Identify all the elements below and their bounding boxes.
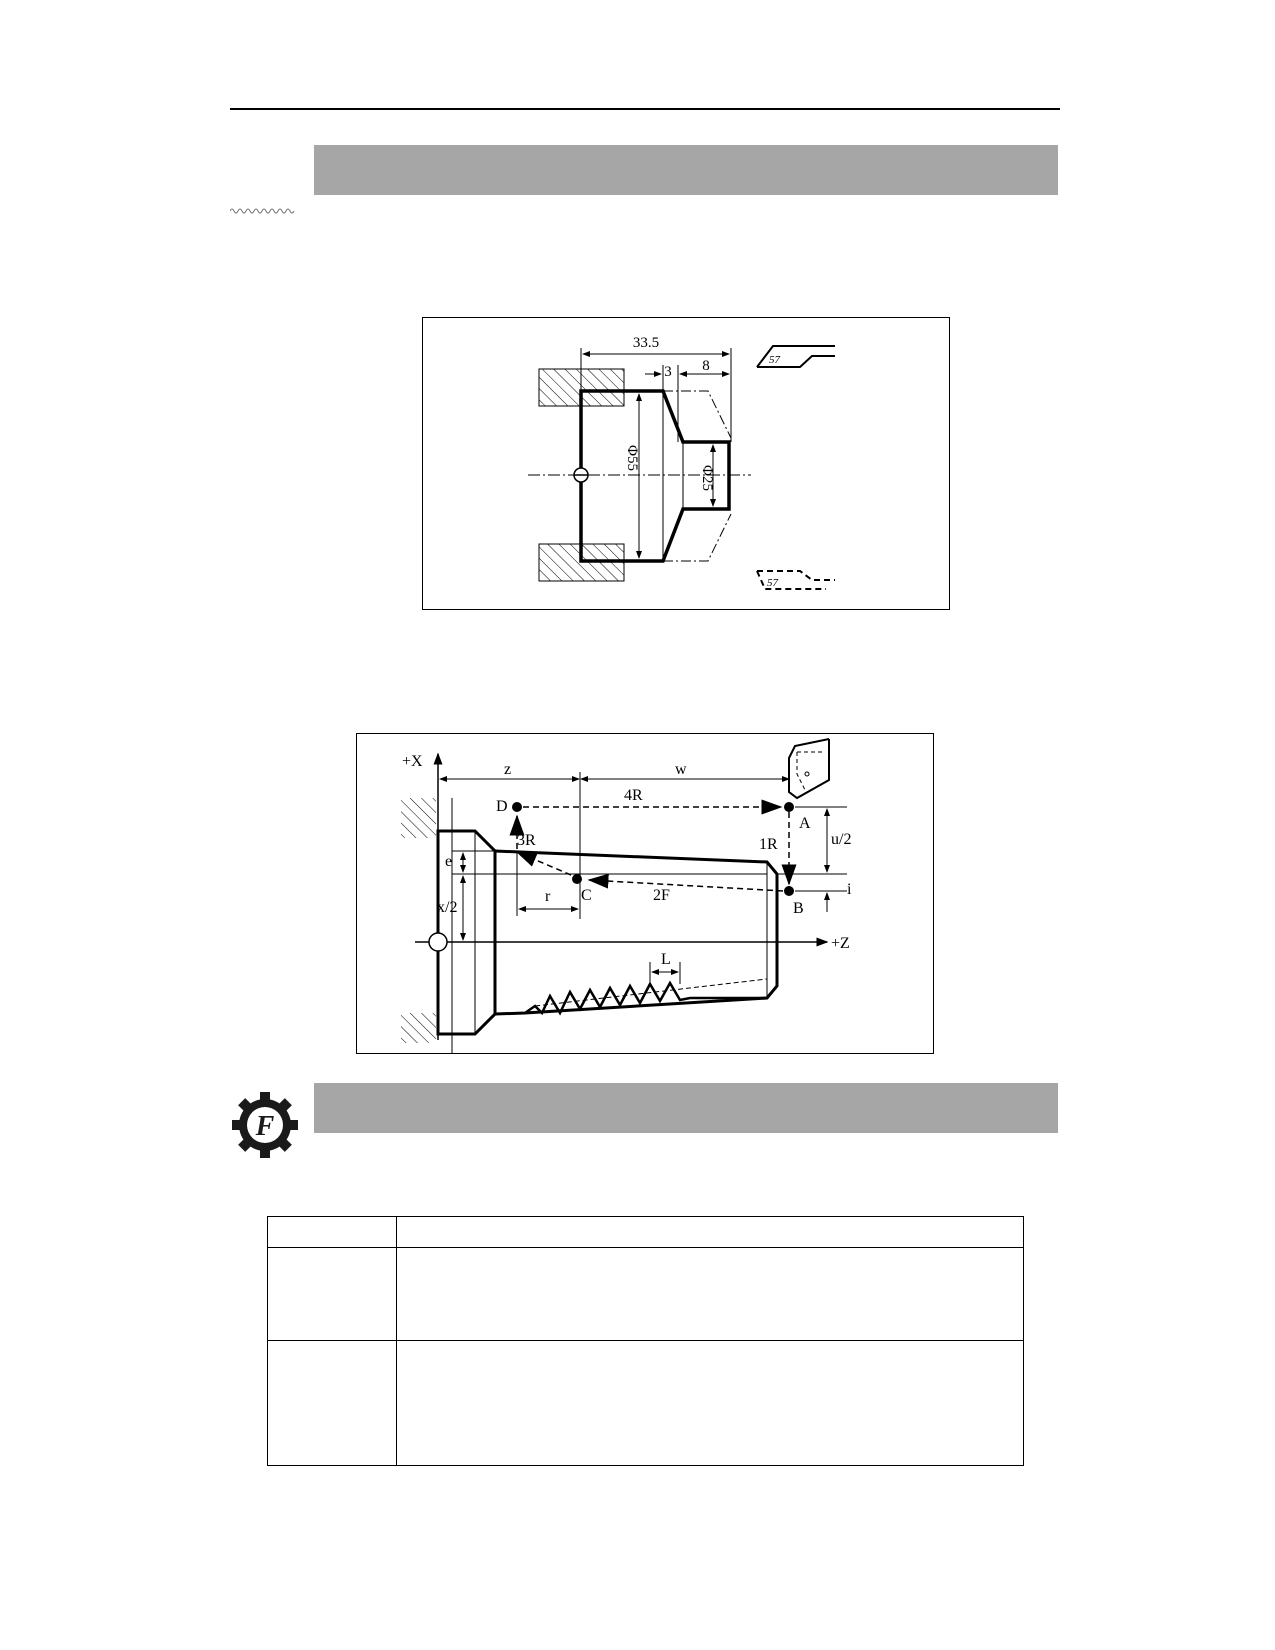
figure1-drawing: 33.5 3 8 Φ55 Φ25 57 57 (528, 335, 835, 590)
dim-x2-label: x/2 (437, 899, 457, 916)
gear-logo-icon: F (232, 1092, 298, 1158)
figure-turning-part: 33.5 3 8 Φ55 Φ25 57 57 (422, 317, 950, 610)
dia-large-label: Φ55 (624, 445, 640, 471)
origin-mark (428, 932, 448, 952)
section-banner-2 (314, 1083, 1058, 1133)
cutting-tool-top (756, 345, 835, 368)
dim-r-label: r (545, 888, 551, 905)
point-b-dot (784, 886, 794, 896)
dim-small-1-label: 3 (664, 364, 672, 380)
table-cell (267, 1247, 397, 1341)
dia-small-label: Φ25 (699, 465, 715, 491)
part-outline (579, 389, 731, 563)
path-3r (515, 851, 572, 876)
dim-e-label: e (445, 853, 452, 870)
point-c-dot (572, 874, 582, 884)
move-2f-label: 2F (653, 887, 670, 904)
dim-small-2-label: 8 (702, 358, 710, 374)
dim-z-label: z (504, 761, 511, 778)
ornament-divider (230, 208, 295, 214)
point-d-label: D (496, 798, 508, 815)
table-cell (396, 1247, 1024, 1341)
move-3r-label: 3R (517, 832, 536, 849)
axis-x-label: +X (402, 753, 423, 770)
info-table (267, 1216, 1024, 1466)
point-d-dot (512, 802, 522, 812)
section-banner-1 (314, 145, 1058, 195)
table-cell (267, 1216, 397, 1248)
svg-text:57: 57 (769, 354, 781, 366)
table-row (267, 1216, 1024, 1248)
dim-w-label: w (675, 761, 687, 778)
figure-thread-cycle: +X +Z z w D A B C 4R (356, 733, 934, 1054)
axis-z-label: +Z (831, 935, 850, 952)
dim-l-label: L (661, 951, 671, 968)
dim-i-label: i (847, 881, 852, 898)
cutting-tool-bottom (756, 570, 835, 590)
thread-profile (524, 980, 767, 1016)
table-cell (396, 1340, 1024, 1466)
dim-u2-label: u/2 (831, 831, 851, 848)
table-row (267, 1247, 1024, 1341)
move-1r-label: 1R (759, 836, 778, 853)
table-cell (267, 1340, 397, 1466)
table-row (267, 1340, 1024, 1466)
cutting-tool (788, 738, 830, 800)
table-cell (396, 1216, 1024, 1248)
point-a-label: A (799, 815, 811, 832)
gear-logo-letter: F (255, 1111, 275, 1142)
point-c-label: C (581, 887, 592, 904)
move-4r-label: 4R (624, 787, 643, 804)
dim-total-label: 33.5 (633, 335, 659, 351)
figure2-drawing: +X +Z z w D A B C 4R (401, 738, 852, 1054)
header-rule (230, 108, 1060, 110)
point-a-dot (784, 802, 794, 812)
path-2f (587, 873, 784, 892)
svg-text:57: 57 (767, 577, 779, 589)
point-b-label: B (793, 900, 804, 917)
